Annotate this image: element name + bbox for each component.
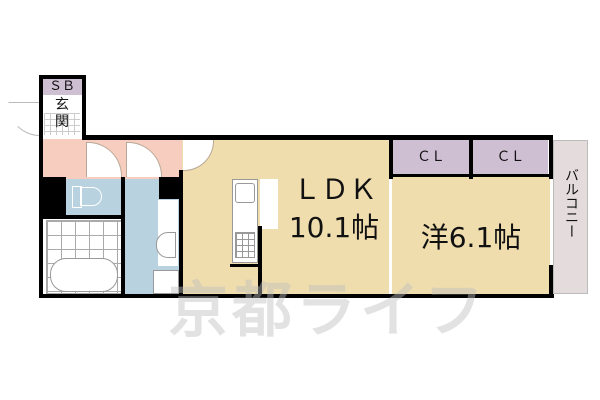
entrance-label-1: 玄 [55,97,69,113]
wall [82,75,86,139]
wall [469,135,473,179]
sb-label: ＳＢ [48,79,75,94]
wash-basin-icon [156,232,176,258]
stove-icon [235,232,255,258]
wall [393,174,549,177]
ldk-size-label: 10.1帖 [288,211,380,244]
closet-2 [473,139,548,175]
wall [179,170,183,297]
ldk-label: ＬＤＫ [292,173,377,206]
western-room-label: 洋6.1帖 [420,221,522,254]
closet-1 [393,139,469,175]
wall [258,226,262,296]
toilet-bowl-icon [80,187,102,206]
entry-door-swing [8,102,41,136]
fridge-space [260,179,278,229]
wall [230,264,262,267]
wall [159,177,182,199]
wall [549,265,553,298]
wall [39,177,66,217]
wall [389,135,393,179]
wall [39,215,125,219]
closet-2-label: ＣＬ [496,149,525,165]
entrance-label-2: 関 [55,114,69,130]
watermark: 京都ライフ [168,276,488,346]
wall [549,135,553,179]
wall [39,294,554,298]
entrance-tile [44,113,80,135]
closet-1-label: ＣＬ [417,149,445,165]
ldk-room [182,139,389,294]
balcony-label: バルコニー [563,168,579,238]
sb-storage [42,78,82,95]
wall [82,135,553,140]
washing-machine-icon [153,270,179,294]
western-room [392,176,550,294]
wall [39,75,86,79]
balcony [553,140,588,294]
bathtub-icon [50,258,118,292]
wall [121,177,125,297]
sink-icon [235,183,255,203]
